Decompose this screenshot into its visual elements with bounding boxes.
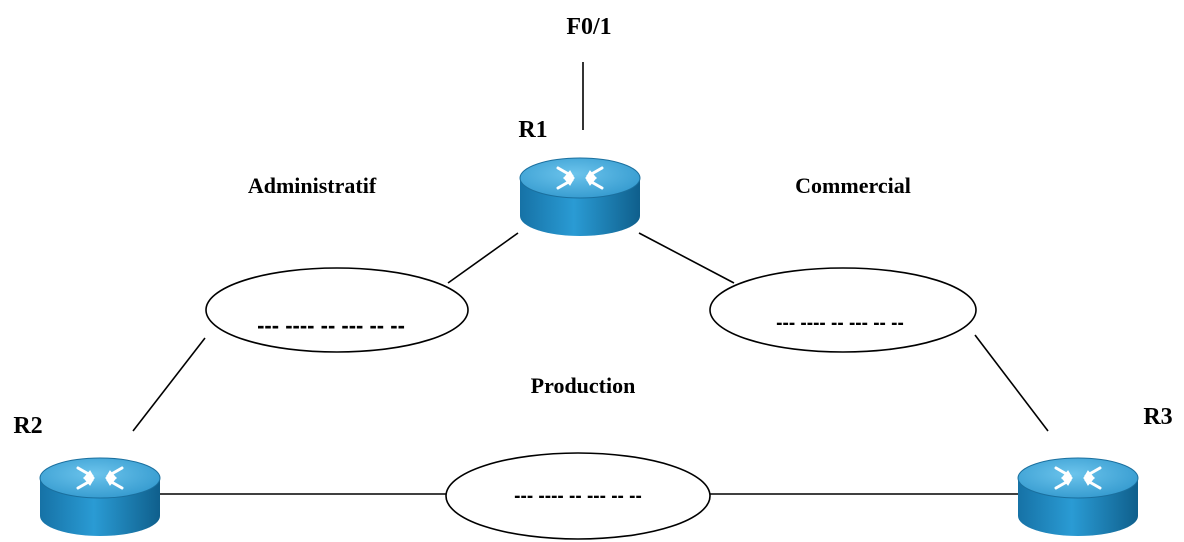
network-name-administratif: Administratif <box>248 173 377 198</box>
network-address-administratif: --- ---- -- --- -- -- <box>257 313 405 338</box>
admin-r2-link <box>132 337 206 432</box>
production-network <box>445 452 711 540</box>
router-r3 <box>1016 456 1140 538</box>
network-address-production: --- ---- -- --- -- -- <box>514 486 642 507</box>
r1-commercial-link <box>638 232 735 284</box>
commercial-network <box>709 267 977 353</box>
network-name-production: Production <box>531 373 636 398</box>
router-label-r3: R3 <box>1143 404 1172 430</box>
links <box>132 62 1049 495</box>
router-r1 <box>518 156 642 238</box>
administratif-network <box>205 267 469 353</box>
interface-label: F0/1 <box>566 14 611 40</box>
router-r2 <box>38 456 162 538</box>
network-address-commercial: --- ---- -- --- -- -- <box>776 313 904 334</box>
commercial-r3-link <box>974 334 1049 432</box>
router-label-r1: R1 <box>518 117 547 143</box>
r1-admin-link <box>447 232 519 284</box>
network-name-commercial: Commercial <box>795 173 911 198</box>
router-label-r2: R2 <box>13 413 42 439</box>
